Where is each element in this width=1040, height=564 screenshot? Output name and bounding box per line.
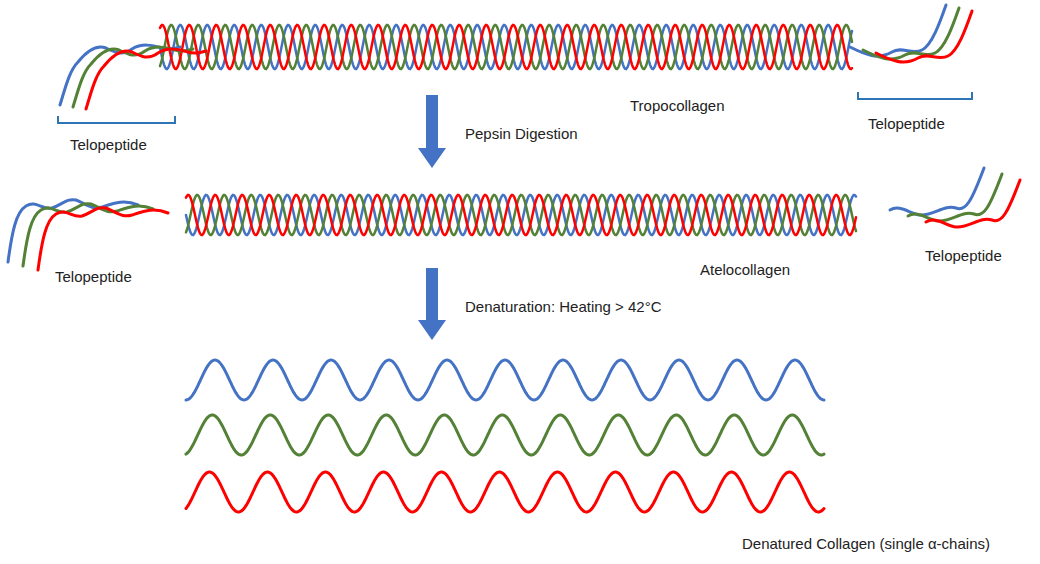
telopeptide <box>60 45 180 105</box>
triple-helix <box>160 25 852 69</box>
diagram-label: Atelocollagen <box>700 261 790 279</box>
triple-helix <box>186 195 856 235</box>
telopeptide <box>926 180 1020 227</box>
telopeptide <box>850 5 946 56</box>
process-arrow <box>418 268 446 340</box>
process-arrow <box>418 95 446 168</box>
telopeptide <box>876 11 972 62</box>
diagram-label: Telopeptide <box>55 268 132 286</box>
diagram-label: Denatured Collagen (single α-chains) <box>742 535 990 553</box>
diagram-label: Tropocollagen <box>630 97 725 115</box>
bracket <box>858 92 972 99</box>
diagram-label: Telopeptide <box>70 136 147 154</box>
triple-helix <box>186 195 856 235</box>
diagram-label: Pepsin Digestion <box>465 125 578 143</box>
telopeptide <box>890 168 984 215</box>
telopeptide <box>86 49 206 109</box>
bracket <box>58 116 175 123</box>
triple-helix <box>186 195 856 235</box>
triple-helix <box>160 25 852 69</box>
triple-helix <box>160 25 852 69</box>
telopeptide <box>863 8 959 59</box>
alpha-chain <box>186 415 824 455</box>
diagram-label: Telopeptide <box>925 247 1002 265</box>
diagram-label: Denaturation: Heating > 42°C <box>465 298 662 316</box>
diagram-label: Telopeptide <box>868 115 945 133</box>
alpha-chain <box>186 472 824 512</box>
telopeptide <box>73 47 193 107</box>
alpha-chain <box>186 360 824 400</box>
telopeptide <box>38 208 168 270</box>
helix-group <box>8 5 1020 512</box>
telopeptide <box>908 174 1002 221</box>
